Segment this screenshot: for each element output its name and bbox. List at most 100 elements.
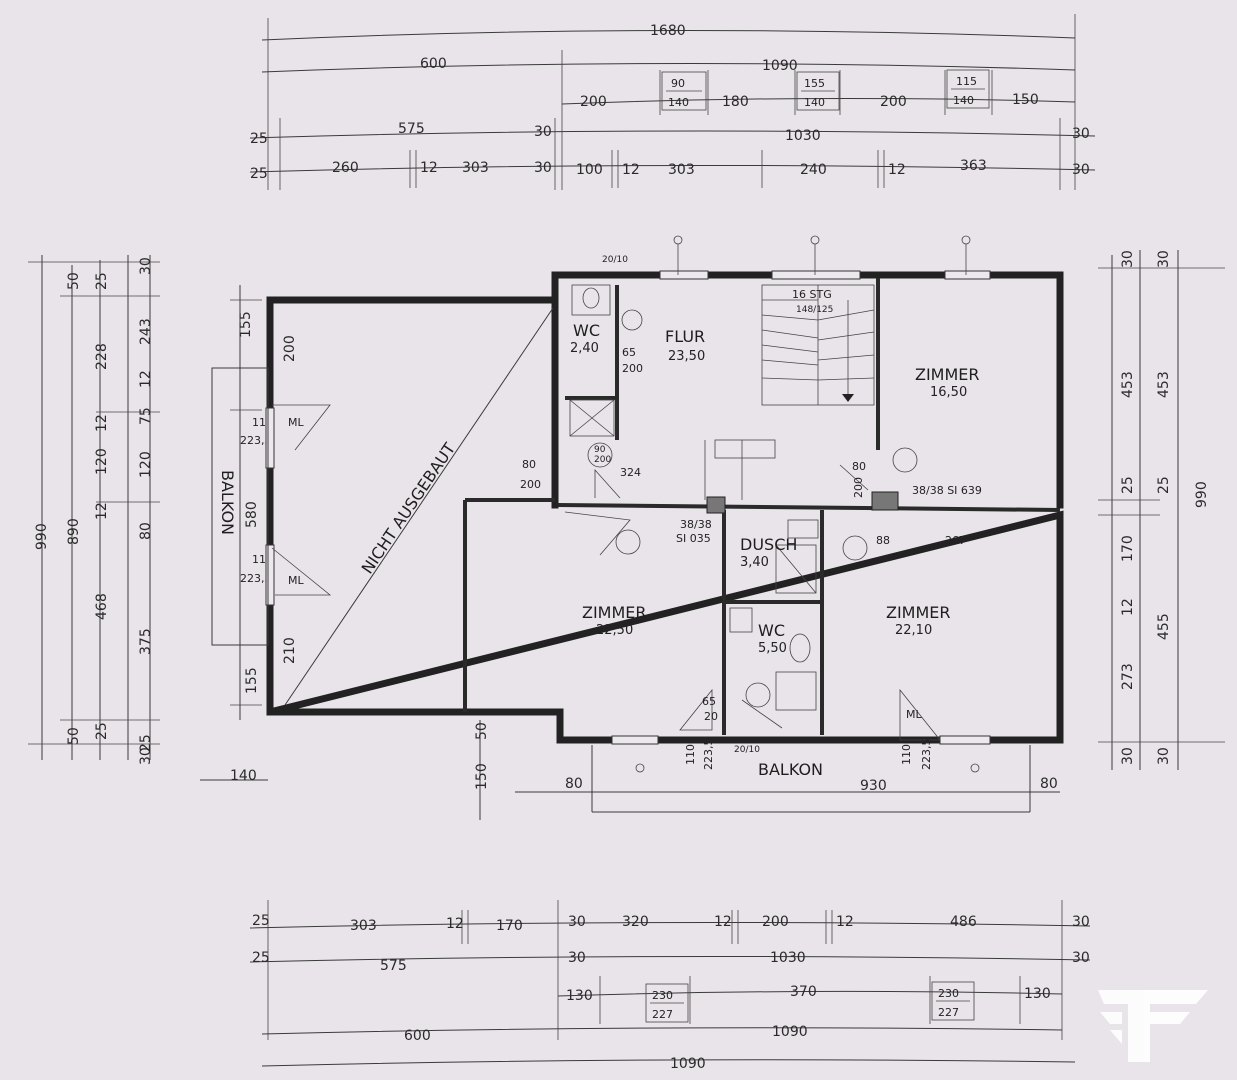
dim-bot-25b: 25 xyxy=(252,950,270,966)
svg-text:140: 140 xyxy=(953,94,974,107)
left-dimension-chains: 990 50 890 50 25 228 12 120 12 468 25 30… xyxy=(28,255,298,765)
label-nicht-ausgebaut: NICHT AUSGEBAUT xyxy=(358,439,460,577)
dim-left-12a: 12 xyxy=(94,414,110,432)
right-dimension-chains: 30 453 25 170 12 273 30 30 453 25 455 30… xyxy=(1098,250,1225,770)
dim-below-50: 50 xyxy=(474,722,490,740)
ml-left-1: ML xyxy=(288,416,304,429)
room-zimmer-2-name: ZIMMER xyxy=(582,603,647,622)
label-dim-2235b: 223,5 xyxy=(920,739,933,771)
dim-bot-30a: 30 xyxy=(568,914,586,930)
dim-right-30c: 30 xyxy=(1156,250,1172,268)
label-wc-door-65: 65 xyxy=(622,346,636,359)
dim-left-375: 375 xyxy=(138,628,154,655)
label-door-80: 80 xyxy=(522,458,536,471)
dim-right-30b: 30 xyxy=(1120,747,1136,765)
bottom-dimension-chains: 25 303 12 170 30 320 12 200 12 486 30 25… xyxy=(249,900,1091,1072)
dim-right-30a: 30 xyxy=(1120,250,1136,268)
dim-right-170: 170 xyxy=(1120,535,1136,562)
dim-below-150: 150 xyxy=(474,763,490,790)
label-dim-2235a: 223,5 xyxy=(702,739,715,771)
room-wc-bottom-name: WC xyxy=(758,621,785,640)
label-door-200: 200 xyxy=(520,478,541,491)
dim-left-12c: 12 xyxy=(138,370,154,388)
dim-top-150: 150 xyxy=(1012,92,1039,108)
room-wc-bottom-area: 5,50 xyxy=(758,641,787,656)
svg-text:115: 115 xyxy=(956,75,977,88)
dim-top-30b: 30 xyxy=(1072,126,1090,142)
dim-left-155b: 155 xyxy=(244,667,260,694)
dim-top-240: 240 xyxy=(800,162,827,178)
dim-bot-12b: 12 xyxy=(714,914,732,930)
svg-text:227: 227 xyxy=(652,1008,673,1021)
plan-annotations: 20/10 65 200 80 200 324 38/38 SI 639 38/… xyxy=(520,255,982,770)
window-box-3: 115 140 xyxy=(946,69,990,109)
dim-left-25b: 25 xyxy=(94,722,110,740)
ml-left-2: ML xyxy=(288,574,304,587)
dim-top-30d: 30 xyxy=(1072,162,1090,178)
dim-bot-200: 200 xyxy=(762,914,789,930)
room-flur-area: 23,50 xyxy=(668,349,705,364)
dim-top-303a: 303 xyxy=(462,160,489,176)
label-balkon-bottom: BALKON xyxy=(758,760,823,779)
room-zimmer-1-name: ZIMMER xyxy=(915,365,980,384)
dim-right-455: 455 xyxy=(1156,613,1172,640)
dim-top-30a: 30 xyxy=(534,124,552,140)
fixtures xyxy=(569,235,980,773)
dim-top-260: 260 xyxy=(332,160,359,176)
label-dim-110b: 110 xyxy=(900,744,913,765)
dim-left-50b: 50 xyxy=(66,727,82,745)
plan-windows xyxy=(265,270,991,745)
window-box-2: 155 140 xyxy=(796,71,840,111)
dim-left-468: 468 xyxy=(94,593,110,620)
dim-top-200a: 200 xyxy=(580,94,607,110)
dim-below-80a: 80 xyxy=(565,776,583,792)
plan-walls xyxy=(266,271,1064,744)
dim-left-990: 990 xyxy=(34,523,50,550)
label-dim-80b: 80 xyxy=(852,460,866,473)
label-sill-top: 20/10 xyxy=(602,255,628,265)
dim-right-273: 273 xyxy=(1120,663,1136,690)
dim-right-453a: 453 xyxy=(1120,371,1136,398)
label-dim-267: 267 xyxy=(945,534,966,547)
balcony-left: BALKON ML ML xyxy=(211,367,332,646)
dim-bot-486: 486 xyxy=(950,914,977,930)
label-chimney-2b: SI 035 xyxy=(676,532,711,545)
dim-left-120b: 120 xyxy=(138,451,154,478)
svg-text:155: 155 xyxy=(804,77,825,90)
dim-left-25a: 25 xyxy=(94,272,110,290)
dim-left-228: 228 xyxy=(94,343,110,370)
room-zimmer-2-area: 22,50 xyxy=(596,623,633,638)
svg-text:140: 140 xyxy=(668,96,689,109)
dim-bot-30d: 30 xyxy=(1072,950,1090,966)
label-chimney-2: 38/38 xyxy=(680,518,712,531)
room-wc-top-name: WC xyxy=(573,321,600,340)
dim-bot-600: 600 xyxy=(404,1028,431,1044)
dim-left-243: 243 xyxy=(138,318,154,345)
dim-bot-12a: 12 xyxy=(446,916,464,932)
dim-right-30d: 30 xyxy=(1156,747,1172,765)
label-chimney-1: 38/38 SI 639 xyxy=(912,484,982,497)
dim-bot-130a: 130 xyxy=(566,988,593,1004)
dim-bot-1030: 1030 xyxy=(770,950,806,966)
dim-top-12a: 12 xyxy=(420,160,438,176)
dim-top-25a: 25 xyxy=(250,131,268,147)
dim-bot-320: 320 xyxy=(622,914,649,930)
not-developed-area: NICHT AUSGEBAUT xyxy=(284,307,554,706)
dim-top-25b: 25 xyxy=(250,166,268,182)
svg-text:90: 90 xyxy=(671,77,685,90)
room-zimmer-3-name: ZIMMER xyxy=(886,603,951,622)
dim-right-25a: 25 xyxy=(1120,476,1136,494)
dim-top-30c: 30 xyxy=(534,160,552,176)
balcony-bottom: BALKON 140 150 50 80 930 80 xyxy=(200,720,1060,820)
dim-left-30a: 30 xyxy=(138,257,154,275)
dim-top-total: 1680 xyxy=(650,23,686,39)
room-flur-name: FLUR xyxy=(665,327,705,346)
dim-top-600: 600 xyxy=(420,56,447,72)
label-stair-count: 16 STG xyxy=(792,288,832,301)
dim-top-303b: 303 xyxy=(668,162,695,178)
label-door-90: 90 xyxy=(594,445,606,455)
room-zimmer-1-area: 16,50 xyxy=(930,385,967,400)
svg-text:227: 227 xyxy=(938,1006,959,1019)
label-wc-door-200: 200 xyxy=(622,362,643,375)
